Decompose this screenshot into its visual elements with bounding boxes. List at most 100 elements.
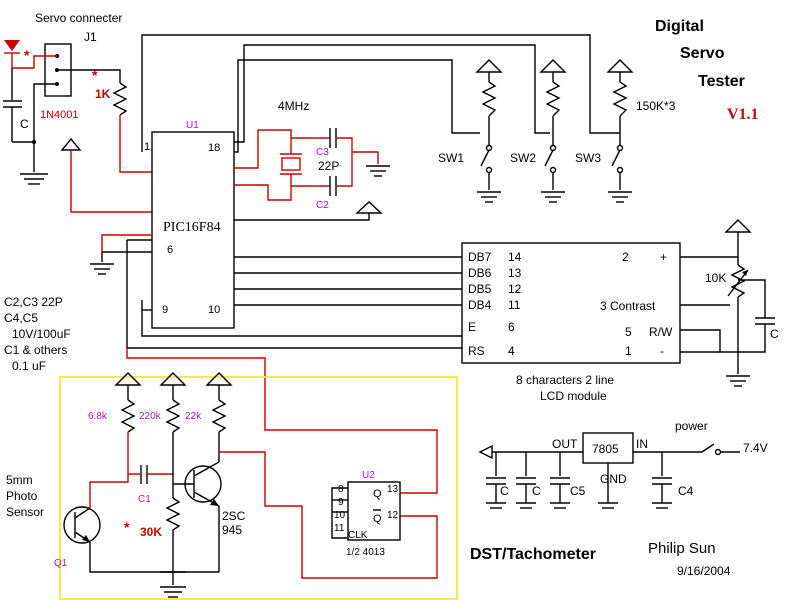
switch-section: 150K*3 SW1 SW2 <box>438 59 676 203</box>
lcd-caption1: 8 characters 2 line <box>516 373 614 387</box>
cap-c-label: C <box>20 117 29 131</box>
c2-label: C2 <box>316 200 329 211</box>
ff-clk: CLK <box>348 530 368 541</box>
c3-label: C3 <box>316 147 329 158</box>
lcd-p6: 6 <box>508 320 515 334</box>
reg-out-label: OUT <box>552 437 578 451</box>
vcc-arrow-icon <box>60 137 82 151</box>
lcd-p11: 11 <box>508 298 521 312</box>
r68k-vcc-icon <box>114 372 142 386</box>
lcd-e: E <box>468 320 476 334</box>
r30k-resistor <box>165 497 181 531</box>
lcd-p13: 13 <box>508 266 522 280</box>
sw1-vcc-icon <box>475 59 503 73</box>
pic-pin6-label: 6 <box>167 244 173 256</box>
r68k-resistor <box>120 399 136 433</box>
out-cap2-label: C <box>532 484 541 498</box>
tachometer-box <box>59 376 458 600</box>
reg-in-label: IN <box>636 437 648 451</box>
q1-transistor <box>63 506 101 544</box>
pic-vcc-arrow-icon <box>355 201 383 214</box>
r1k-label: 1K <box>95 87 111 101</box>
note-line-3: 10V/100uF <box>12 327 71 341</box>
xtal-label: 4MHz <box>278 99 309 113</box>
footer: DST/Tachometer Philip Sun 9/16/2004 <box>470 540 731 578</box>
r30k-label: 30K <box>140 525 162 539</box>
r10k-label: 10K <box>705 271 726 285</box>
ff-p9: 9 <box>338 497 344 508</box>
servo-connector-label: Servo connecter <box>35 11 122 25</box>
photo-line2: Photo <box>6 489 38 503</box>
pic-pin10-label: 10 <box>208 304 220 316</box>
c5-label: C5 <box>570 484 586 498</box>
sw2-label: SW2 <box>510 151 536 165</box>
title-line3: Tester <box>698 73 745 90</box>
r22k-label: 22k <box>185 411 202 422</box>
servo-connector-section: Servo connecter J1 1N4001 * C * 1K <box>3 11 152 213</box>
r30k-asterisk: * <box>124 519 130 535</box>
power-switch <box>701 443 715 453</box>
c1-label: C1 <box>138 494 151 505</box>
sw1-resistor <box>481 81 497 117</box>
sw3-vcc-icon <box>606 59 634 73</box>
r220k-vcc-icon <box>159 372 187 386</box>
r22k-vcc-icon <box>205 372 233 386</box>
q2-label-line2: 945 <box>222 523 242 537</box>
r220k-label: 220k <box>139 411 162 422</box>
lcd-plus: + <box>660 250 667 264</box>
pic-pin18-label: 18 <box>208 142 220 154</box>
lcd-db7: DB7 <box>468 250 492 264</box>
sw2-switch <box>544 149 554 167</box>
ff-p10: 10 <box>334 510 346 521</box>
power-label: power <box>675 419 708 433</box>
r150k-label: 150K*3 <box>636 99 676 113</box>
reg-chip-label: 7805 <box>592 442 619 456</box>
u2-label: U2 <box>362 470 375 481</box>
pic-pin9-label: 9 <box>162 304 168 316</box>
j1-label: J1 <box>84 30 97 44</box>
ff-part: 1/2 4013 <box>346 547 385 558</box>
sw3-resistor <box>612 81 628 117</box>
crystal-section: 4MHz C3 22P C2 <box>234 99 390 221</box>
note-line-4: C1 & others <box>4 343 67 357</box>
note-line-1: C2,C3 22P <box>4 295 63 309</box>
q1-label: Q1 <box>54 558 68 569</box>
pic-section: U1 1 18 PIC16F84 6 9 10 <box>90 34 620 329</box>
r220k-resistor <box>165 399 181 433</box>
diode-wire <box>11 53 57 69</box>
sw3-switch <box>611 149 621 167</box>
output-arrow-icon <box>478 444 493 460</box>
diode-label: 1N4001 <box>40 109 79 121</box>
note-line-2: C4,C5 <box>4 311 38 325</box>
lcd-p14: 14 <box>508 250 522 264</box>
pic-chip <box>151 131 235 329</box>
r1k-resistor <box>112 82 128 116</box>
title-line1: Digital <box>655 18 704 35</box>
ff-p13: 13 <box>387 484 399 495</box>
ff-p11: 11 <box>334 523 345 534</box>
ff-p8: 8 <box>338 484 344 495</box>
sw2-vcc-icon <box>539 59 567 73</box>
lcd-db6: DB6 <box>468 266 492 280</box>
regulator-section: 7805 OUT IN GND power 7.4V C C C5 C4 <box>478 419 768 509</box>
sw1-label: SW1 <box>438 151 464 165</box>
lcd-p5: 5 <box>625 325 632 339</box>
lcd-minus: - <box>660 344 664 358</box>
lcd-p4: 4 <box>508 344 515 358</box>
photo-sensor-section: 6.8k 220k 22k C1 Q1 5mm Photo Sensor * 3… <box>6 372 458 600</box>
diode-asterisk: * <box>24 47 30 63</box>
lcd-db4: DB4 <box>468 298 492 312</box>
lcd-caption2: LCD module <box>540 389 607 403</box>
r68k-label: 6.8k <box>88 411 108 422</box>
u2-flipflop <box>347 481 401 541</box>
lcd-rs: RS <box>468 344 485 358</box>
lcd-p1: 1 <box>625 344 632 358</box>
lcd-p12: 12 <box>508 282 522 296</box>
ff-q: Q <box>373 488 382 500</box>
lcd-p2: 2 <box>622 250 629 264</box>
date-label: 9/16/2004 <box>677 564 731 578</box>
lcd-cap-label: C <box>770 327 779 341</box>
voltage-label: 7.4V <box>743 441 768 455</box>
lcd-rw: R/W <box>649 325 673 339</box>
